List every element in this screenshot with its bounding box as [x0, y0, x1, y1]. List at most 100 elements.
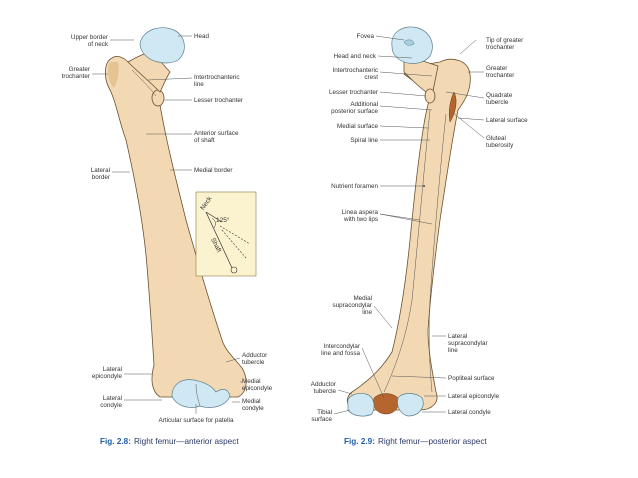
- inset-neck-line: [205, 211, 223, 223]
- label-intertroch-line-2: line: [194, 81, 204, 88]
- label-intertroch-line-1: Intertrochanteric: [194, 74, 240, 81]
- label-greater-troch-1: Greater: [69, 66, 90, 73]
- inset-circle: [230, 266, 238, 274]
- label-posterior-lesser-troch: Lesser trochanter: [329, 89, 378, 96]
- leader-medial-supracond: [373, 305, 393, 329]
- label-intercondylar-1: Intercondylar: [324, 343, 360, 350]
- leader-medial-surface: [379, 125, 429, 129]
- femoral-head: [139, 27, 185, 64]
- leader-intertroch-crest: [379, 71, 433, 77]
- label-medial-border: Medial border: [194, 167, 233, 174]
- leader-linea-aspera-1: [379, 213, 421, 221]
- figure-caption-posterior: Fig. 2.9:Right femur—posterior aspect: [344, 437, 487, 446]
- inset-dashed-1: [219, 225, 251, 245]
- figure-number-posterior: Fig. 2.9:: [344, 437, 375, 446]
- label-medial-epic-1: Medial: [242, 378, 261, 385]
- label-gluteal-2: tuberosity: [486, 142, 514, 149]
- inset-dashed-2: [221, 229, 247, 259]
- label-head: Head: [194, 33, 210, 40]
- intertrochanteric-ridge: [131, 69, 157, 97]
- label-additional-posterior-2: posterior surface: [331, 108, 378, 115]
- label-additional-posterior-1: Additional: [350, 101, 378, 108]
- label-anterior-surface-2: of shaft: [194, 137, 215, 144]
- label-intertroch-crest-2: crest: [364, 74, 378, 81]
- lesser-trochanter-shape: [151, 89, 165, 107]
- posterior-lateral-condyle: [397, 393, 424, 417]
- neck-shaft-angle-inset: Neck 125° Shaft: [195, 191, 257, 277]
- figure-title-posterior: Right femur—posterior aspect: [378, 437, 487, 446]
- label-medial-epic-2: epicondyle: [242, 385, 273, 392]
- figure-number-anterior: Fig. 2.8:: [100, 437, 131, 446]
- label-lateral-border-1: Lateral: [91, 167, 110, 174]
- label-lateral-supracond-1: Lateral: [448, 333, 467, 340]
- label-medial-condyle-1: Medial: [242, 398, 261, 405]
- label-anterior-surface-1: Anterior surface: [194, 130, 239, 137]
- leader-adductor-tub-post: [337, 389, 353, 395]
- label-adductor-tub-post-1: Adductor: [311, 381, 336, 388]
- posterior-labels-left: Fovea Head and neck Intertrochanteric cr…: [311, 33, 433, 423]
- label-adductor-tub-1: Adductor: [242, 352, 267, 359]
- label-articular: Articular surface for patella: [159, 417, 234, 424]
- label-medial-surface: Medial surface: [337, 123, 378, 130]
- label-lateral-surface: Lateral surface: [486, 117, 528, 124]
- label-lateral-supracond-3: line: [448, 347, 458, 354]
- label-lateral-condyle-2: condyle: [100, 402, 122, 409]
- gluteal-tuberosity-shape: [448, 91, 457, 123]
- label-adductor-tub-2: tubercle: [242, 359, 265, 366]
- label-lateral-condyle-post: Lateral condyle: [448, 409, 491, 416]
- leader-linea-aspera-2: [379, 213, 433, 225]
- label-nutrient-foramen: Nutrient foramen: [331, 183, 378, 190]
- posterior-medial-condyle: [347, 393, 375, 417]
- label-spiral-line: Spiral line: [350, 137, 378, 144]
- figure-caption-anterior: Fig. 2.8:Right femur—anterior aspect: [100, 437, 239, 446]
- label-tip-greater-2: trochanter: [486, 44, 514, 51]
- inset-box: [195, 191, 257, 277]
- label-linea-aspera-1: Linea aspera: [342, 209, 379, 216]
- label-tip-greater-1: Tip of greater: [486, 37, 523, 44]
- label-upper-border-2: of neck: [88, 41, 109, 48]
- anterior-femur: [104, 27, 247, 408]
- label-medial-supracond-1: Medial: [353, 295, 372, 302]
- posterior-labels-right: Tip of greater trochanter Greater trocha…: [391, 37, 528, 416]
- leader-lesser-troch: [379, 91, 427, 97]
- label-lateral-epic-1: Lateral: [103, 366, 122, 373]
- leader-lateral-surface: [457, 117, 485, 121]
- anterior-labels: Upper border of neck Head Greater trocha…: [62, 33, 273, 424]
- label-medial-condyle-2: condyle: [242, 405, 264, 412]
- figure-title-anterior: Right femur—anterior aspect: [134, 437, 239, 446]
- linea-aspera-lateral-lip: [428, 113, 447, 393]
- inset-angle-text: 125°: [216, 216, 230, 224]
- label-tibial-surface-2: surface: [311, 416, 332, 423]
- label-intercondylar-2: line and fossa: [321, 350, 360, 357]
- inset-angle-arc: [211, 217, 216, 229]
- leader-intercondylar: [361, 347, 385, 399]
- label-lateral-epic-2: epicondyle: [92, 373, 123, 380]
- leader-head-neck: [377, 55, 413, 59]
- patellar-surface: [171, 379, 231, 408]
- leader-additional-posterior: [379, 105, 433, 111]
- label-lateral-border-2: border: [92, 174, 110, 181]
- patellar-groove: [195, 383, 201, 407]
- label-fovea: Fovea: [356, 33, 374, 40]
- posterior-lesser-troch: [424, 88, 436, 104]
- intercondylar-fossa-shape: [373, 393, 399, 415]
- label-lesser-troch: Lesser trochanter: [194, 97, 243, 104]
- nutrient-foramen-dot: [423, 185, 425, 187]
- label-gluteal-1: Gluteal: [486, 135, 506, 142]
- label-medial-supracond-3: line: [362, 309, 372, 316]
- label-intertroch-crest-1: Intertrochanteric: [333, 67, 379, 74]
- leader-popliteal: [391, 375, 447, 379]
- label-lateral-epic-post: Lateral epicondyle: [448, 393, 500, 400]
- posterior-femur: [346, 26, 471, 417]
- label-lateral-supracond-2: supracondylar: [448, 340, 488, 347]
- leader-tip-greater: [459, 39, 477, 55]
- label-greater-troch-post-1: Greater: [486, 65, 507, 72]
- label-quadrate-1: Quadrate: [486, 92, 513, 99]
- label-medial-supracond-2: supracondylar: [332, 302, 372, 309]
- leader-intertroch-line: [147, 77, 193, 81]
- greater-trochanter-shade: [107, 62, 119, 88]
- leader-gluteal: [451, 111, 485, 139]
- label-greater-troch-2: trochanter: [62, 73, 90, 80]
